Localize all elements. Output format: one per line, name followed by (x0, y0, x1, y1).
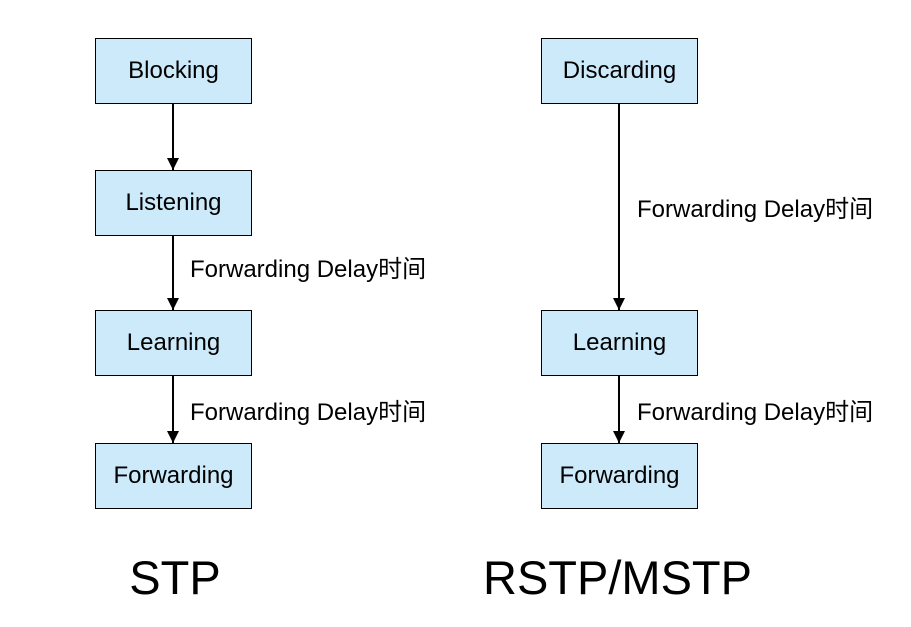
state-box-learning-stp: Learning (95, 310, 252, 376)
transition-label-forwarding-delay: Forwarding Delay时间 (637, 399, 874, 426)
state-label-forwarding-rstp: Forwarding (559, 462, 680, 489)
arrow-learning-to-forwarding-rstp (613, 376, 625, 443)
state-box-learning-rstp: Learning (541, 310, 698, 376)
state-box-listening: Listening (95, 170, 252, 236)
state-label-forwarding-stp: Forwarding (113, 462, 234, 489)
transition-label-forwarding-delay: Forwarding Delay时间 (190, 399, 427, 426)
state-box-forwarding-stp: Forwarding (95, 443, 252, 509)
state-label-blocking: Blocking (128, 57, 219, 84)
transition-label-forwarding-delay: Forwarding Delay时间 (637, 196, 874, 223)
state-box-blocking: Blocking (95, 38, 252, 104)
arrow-listening-to-learning (167, 236, 179, 310)
state-label-discarding: Discarding (562, 57, 677, 84)
arrow-discarding-to-learning (613, 104, 625, 310)
state-box-forwarding-rstp: Forwarding (541, 443, 698, 509)
transition-label-forwarding-delay: Forwarding Delay时间 (190, 256, 427, 283)
diagram-title-rstp-mstp: RSTP/MSTP (483, 551, 752, 604)
state-label-listening: Listening (125, 189, 222, 216)
arrow-blocking-to-listening (167, 104, 179, 170)
state-label-learning-rstp: Learning (572, 329, 667, 356)
state-label-learning-stp: Learning (126, 329, 221, 356)
diagram-title-stp: STP (129, 551, 221, 604)
state-box-discarding: Discarding (541, 38, 698, 104)
arrow-learning-to-forwarding-stp (167, 376, 179, 443)
